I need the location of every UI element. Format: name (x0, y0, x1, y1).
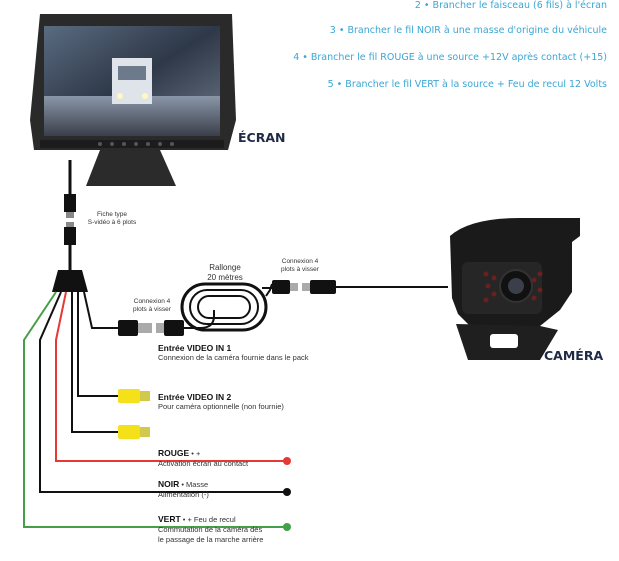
rouge-desc: Activation écran au contact (158, 459, 249, 468)
step-4-text: 4 • Brancher le fil ROUGE à une source +… (293, 52, 607, 63)
video-in-1-block: Entrée VIDEO IN 1 Connexion de la caméra… (158, 343, 309, 363)
vert-title: VERT (158, 514, 181, 524)
rouge-block: ROUGE • + Activation écran au contact (158, 448, 248, 469)
vert-desc-2: le passage de la marche arrière (158, 535, 264, 544)
vert-block: VERT • + Feu de recul Commutation de la … (158, 514, 263, 545)
red-wire (55, 291, 285, 462)
video-in-1-plug (118, 320, 138, 336)
video-in-1-desc: Connexion de la caméra fournie dans le p… (158, 353, 309, 362)
black-wire (39, 291, 285, 493)
plug-bottom-icon (66, 222, 74, 227)
camera-label: CAMÉRA (544, 348, 604, 363)
step-3-text: 3 • Brancher le fil NOIR à une masse d'o… (329, 25, 607, 36)
noir-title: NOIR (158, 479, 180, 489)
plug-top-icon (64, 194, 76, 212)
extension-plug (272, 280, 290, 294)
noir-block: NOIR • Masse Alimentation (-) (158, 479, 209, 500)
junction-block (52, 270, 88, 292)
video-in-2b-yellow-plug (118, 425, 150, 439)
vert-desc-1: Commutation de la caméra dès (158, 525, 263, 534)
black-wire-end (283, 488, 291, 496)
green-wire (23, 291, 284, 528)
green-wire-end (283, 523, 291, 531)
red-wire-end (283, 457, 291, 465)
camera-plug (310, 280, 336, 294)
extension-cable-coil (180, 282, 268, 332)
video-in-2-yellow-plug (118, 389, 150, 403)
step-2-text: 2 • Brancher le faisceau (6 fils) à l'éc… (414, 0, 607, 11)
noir-sign: • Masse (179, 480, 209, 489)
video-in-2b-wire (71, 292, 118, 433)
video-in-2-desc: Pour caméra optionnelle (non fournie) (158, 402, 284, 411)
rouge-title: ROUGE (158, 448, 190, 458)
monitor-screen-icon (30, 14, 236, 186)
video-in-2-title: Entrée VIDEO IN 2 (158, 392, 232, 402)
step-5-text: 5 • Brancher le fil VERT à la source + F… (327, 79, 607, 90)
noir-desc: Alimentation (-) (158, 490, 209, 499)
video-in-1-title: Entrée VIDEO IN 1 (158, 343, 232, 353)
screen-label: ÉCRAN (238, 130, 286, 145)
rouge-sign: • + (189, 449, 201, 458)
vert-sign: • + Feu de recul (180, 515, 236, 524)
video-in-1-wire (83, 291, 120, 329)
video-in-2-block: Entrée VIDEO IN 2 Pour caméra optionnell… (158, 392, 284, 412)
camera-icon (450, 218, 580, 360)
video-in-2-wire (77, 292, 118, 397)
